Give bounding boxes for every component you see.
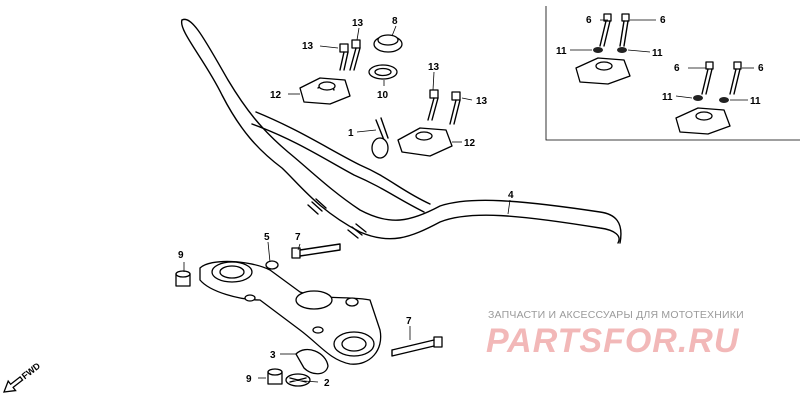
label-9b: 9 (246, 374, 252, 385)
cap-9-upper (175, 270, 191, 287)
upper-holder-left (299, 77, 351, 105)
label-5: 5 (264, 232, 270, 243)
bolt-13-b (349, 39, 361, 71)
label-7b: 7 (406, 316, 412, 327)
cable-guide (295, 349, 329, 375)
bolt-13-c (427, 89, 439, 121)
cable-clamp (371, 117, 389, 159)
fwd-indicator: FWD (3, 360, 43, 393)
washer (368, 64, 398, 80)
inset-frame (545, 6, 800, 141)
label-6d: 6 (758, 63, 764, 74)
part-labels: 1 2 3 4 5 6 6 6 6 7 7 8 9 9 10 11 11 11 … (178, 15, 764, 389)
bolt-7-upper (291, 243, 341, 259)
top-bridge (199, 260, 382, 365)
label-7a: 7 (295, 232, 301, 243)
label-12b: 12 (464, 138, 476, 149)
label-13b: 13 (352, 18, 364, 29)
label-3: 3 (270, 350, 276, 361)
leader-lines (183, 19, 754, 383)
label-6c: 6 (674, 63, 680, 74)
upper-holder-right (397, 127, 453, 157)
inset-holder-top (575, 13, 631, 85)
handlebar (180, 18, 622, 244)
label-10: 10 (377, 90, 389, 101)
label-13c: 13 (428, 62, 440, 73)
watermark-caption: ЗАПЧАСТИ И АКСЕССУАРЫ ДЛЯ МОТОТЕХНИКИ (488, 309, 744, 321)
label-13d: 13 (476, 96, 488, 107)
bolt-7-lower (391, 336, 443, 357)
label-1: 1 (348, 128, 354, 139)
fwd-arrow-icon (3, 375, 24, 393)
label-4: 4 (508, 190, 514, 201)
cap-9-lower (267, 368, 283, 385)
label-11d: 11 (750, 96, 761, 107)
watermark: ЗАПЧАСТИ И АКСЕССУАРЫ ДЛЯ МОТОТЕХНИКИ PA… (486, 309, 744, 360)
knurl-band-right (347, 223, 367, 239)
cap-nut (373, 34, 403, 53)
bolt-13-d (449, 91, 461, 125)
knurl-band-left (307, 198, 327, 215)
inset-holder-bottom (675, 61, 742, 135)
steering-nut (285, 373, 311, 387)
fwd-label: FWD (20, 360, 43, 381)
label-12a: 12 (270, 90, 282, 101)
label-6a: 6 (586, 15, 592, 26)
label-13a: 13 (302, 41, 314, 52)
label-9a: 9 (178, 250, 184, 261)
label-6b: 6 (660, 15, 666, 26)
label-2: 2 (324, 378, 330, 389)
label-11a: 11 (556, 46, 567, 57)
label-8: 8 (392, 16, 398, 27)
watermark-logo: PARTSFOR.RU (486, 322, 740, 360)
label-11b: 11 (652, 48, 663, 59)
bolt-13-a (339, 43, 349, 71)
label-11c: 11 (662, 92, 673, 103)
